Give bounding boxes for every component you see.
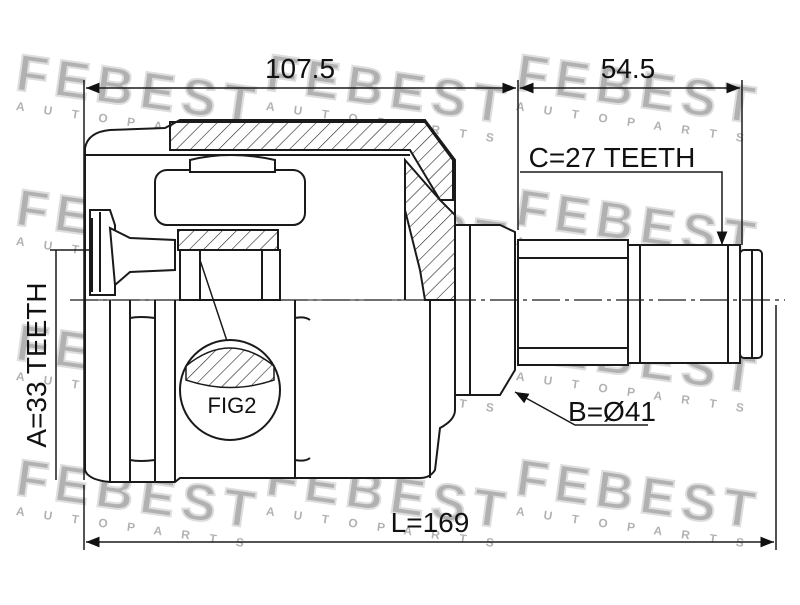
dimension-outer-spline: A=33 TEETH <box>21 282 52 447</box>
dimension-lines <box>50 80 777 550</box>
svg-text:FEBEST: FEBEST <box>513 449 759 540</box>
fig2-label: FIG2 <box>208 393 257 418</box>
dimension-seal-diameter: B=Ø41 <box>568 396 656 427</box>
dimension-stem-spline: C=27 TEETH <box>529 142 696 173</box>
tripod-assembly <box>89 154 306 301</box>
dimension-body-length: 107.5 <box>265 53 335 84</box>
dimension-stem-length: 54.5 <box>601 53 656 84</box>
dimension-total-length: L=169 <box>391 507 470 538</box>
stem-shaft <box>454 224 763 396</box>
fig2-detail: FIG2 <box>179 259 281 441</box>
